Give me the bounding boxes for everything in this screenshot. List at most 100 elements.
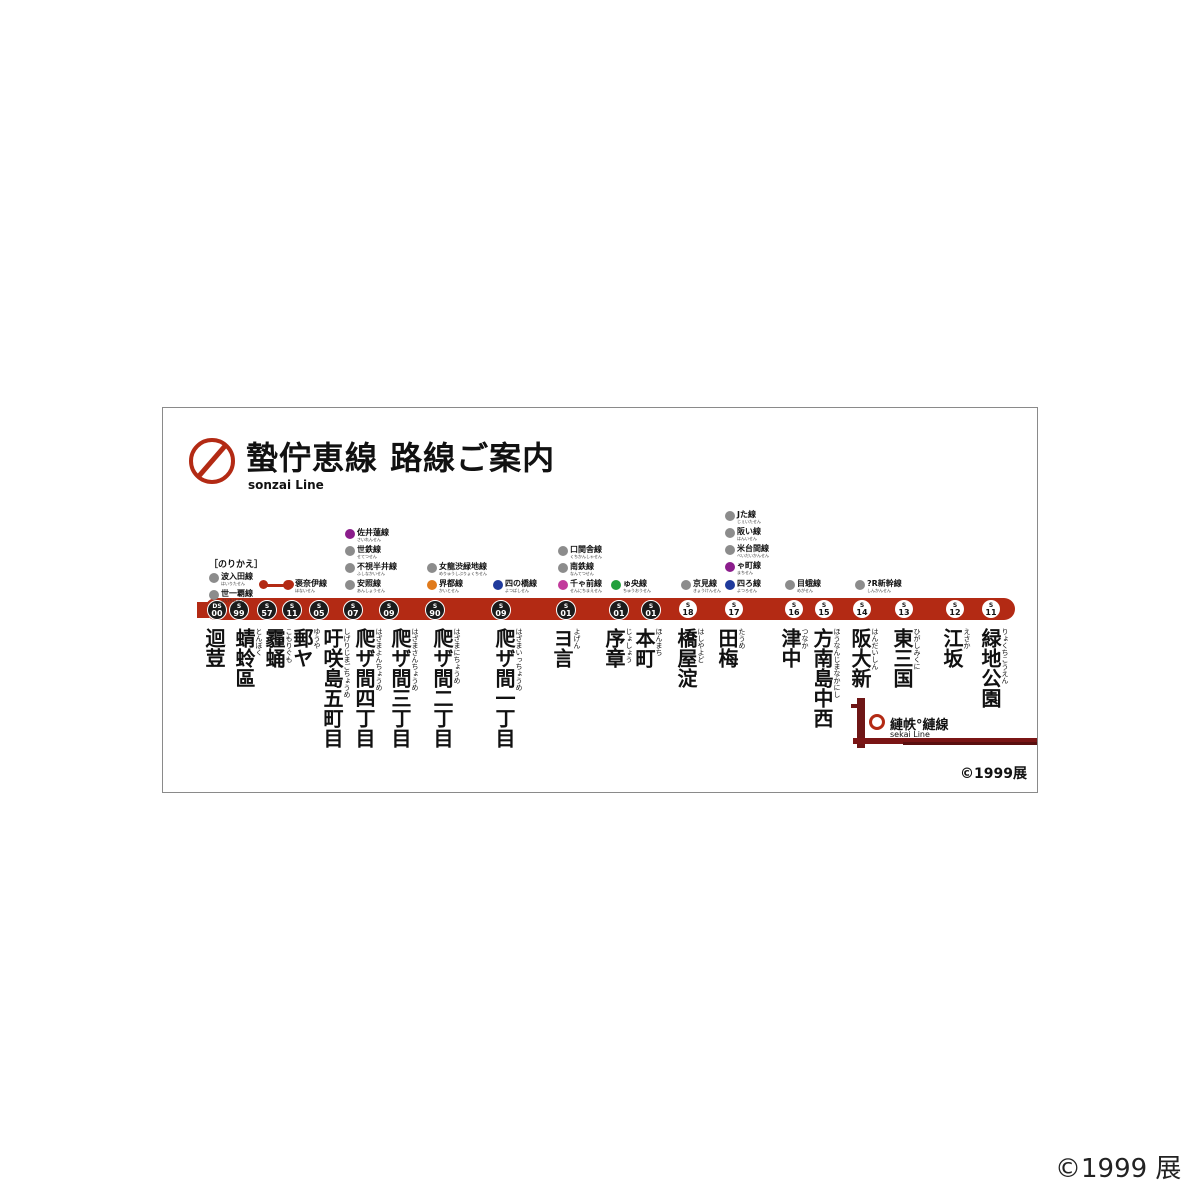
transfer-line[interactable]: 南鉄線なんてつせん	[558, 562, 594, 576]
transfer-label: 世鉄線せてつせん	[357, 545, 381, 559]
transfer-line-name: 佐井蓮線	[357, 528, 389, 537]
station-name[interactable]: 迴荳	[202, 628, 226, 668]
transfer-label: 米台間線べいだいかんせん	[737, 544, 769, 558]
transfer-line[interactable]: 目蛾線めがせん	[785, 579, 821, 593]
station-name[interactable]: 郵ヤ	[290, 628, 314, 668]
transfer-line-reading: なんてつせん	[570, 571, 594, 576]
station-name[interactable]: 緑地公園	[978, 628, 1002, 708]
station-line-code: S	[648, 603, 654, 610]
transfer-line-name: ゅ央線	[623, 579, 647, 588]
line-logo-icon	[189, 438, 235, 484]
transfer-line-name: 波入田線	[221, 572, 253, 581]
transfer-line-name: ?R新幹線	[867, 579, 902, 588]
station-name[interactable]: 方南島中西	[810, 628, 834, 728]
station-name[interactable]: 吁咲島五町目	[320, 628, 344, 748]
station-name[interactable]: 序章	[602, 628, 626, 668]
transfer-dot-icon	[725, 528, 735, 538]
transfer-dot-icon	[725, 580, 735, 590]
transfer-line[interactable]: ゅ央線ちゅうおうせん	[611, 579, 651, 593]
transfer-heading: ［のりかえ］	[209, 560, 264, 570]
station-number: 15	[818, 608, 830, 617]
station-name[interactable]: 霾蛹	[262, 628, 286, 668]
station-name[interactable]: 蜻蛉區	[232, 628, 256, 688]
transfer-line[interactable]: 阪い線はんいせん	[725, 527, 761, 541]
transfer-line-reading: せてつせん	[357, 554, 377, 559]
transfer-line[interactable]: 口関舎線くちかんしゃせん	[558, 545, 602, 559]
station-name[interactable]: 東三国	[890, 628, 914, 688]
station-name[interactable]: 爬ザ間三丁目	[388, 628, 412, 748]
transfer-dot-icon	[345, 580, 355, 590]
station-name[interactable]: 本町	[632, 628, 656, 668]
transfer-line-name: 目蛾線	[797, 579, 821, 588]
transfer-line[interactable]: 米台間線べいだいかんせん	[725, 544, 769, 558]
transfer-line[interactable]: 不視半井線ふしなかいせん	[345, 562, 397, 576]
station-line-code: S	[616, 603, 622, 610]
transfer-line[interactable]: 四ろ線よつろせん	[725, 579, 761, 593]
transfer-line-reading: しんかんせん	[867, 588, 891, 593]
station-name[interactable]: 爬ザ間二丁目	[430, 628, 454, 748]
station-line-code: S	[289, 603, 295, 610]
station-number: 14	[856, 608, 868, 617]
station-name[interactable]: 江坂	[940, 628, 964, 668]
transfer-line-reading: あんしょうせん	[357, 588, 385, 593]
station-reading: たうめ	[738, 628, 746, 649]
transfer-line[interactable]: 千ゃ前線せんにちまえせん	[558, 579, 602, 593]
transfer-line-name: 界都線	[439, 579, 463, 588]
station-name[interactable]: 爬ザ間四丁目	[352, 628, 376, 748]
transfer-dot-icon	[681, 580, 691, 590]
transfer-line-name: 南鉄線	[570, 562, 594, 571]
station-name[interactable]: ヨ言	[550, 628, 574, 668]
transfer-line-reading: かいとせん	[439, 588, 459, 593]
transfer-line[interactable]: 褒奈伊線ほないせん	[283, 579, 327, 593]
station-number: 09	[495, 609, 507, 618]
branch-line-sub: sekai Line	[890, 730, 930, 739]
station-line-code: S	[498, 603, 504, 610]
station-number: 18	[682, 608, 694, 617]
transfer-line[interactable]: ゃ町線まちせん	[725, 561, 761, 575]
transfer-line[interactable]: 京見線きょうけんせん	[681, 579, 721, 593]
transfer-label: 波入田線はいりたせん	[221, 572, 253, 586]
transfer-label: 千ゃ前線せんにちまえせん	[570, 579, 602, 593]
branch-station-marker	[869, 714, 885, 730]
transfer-line[interactable]: ?R新幹線しんかんせん	[855, 579, 902, 593]
transfer-line[interactable]: Jた線じぇいたせん	[725, 510, 761, 524]
transfer-line[interactable]: 世一覇線よいちはせん	[209, 589, 253, 603]
station-name[interactable]: 爬ザ間一丁目	[492, 628, 516, 748]
station-name[interactable]: 津中	[778, 628, 802, 668]
station-name[interactable]: 阪大新	[848, 628, 872, 688]
station-line-code: S	[791, 602, 797, 609]
transfer-line[interactable]: 界都線かいとせん	[427, 579, 463, 593]
station-name[interactable]: 田梅	[715, 628, 739, 668]
transfer-label: 南鉄線なんてつせん	[570, 562, 594, 576]
station-name[interactable]: 橋屋淀	[674, 628, 698, 688]
transfer-line[interactable]: 世鉄線せてつせん	[345, 545, 381, 559]
station-number: 99	[233, 609, 245, 618]
transfer-line[interactable]: 四の橋線よつばしせん	[493, 579, 537, 593]
transfer-line[interactable]: 波入田線はいりたせん	[209, 572, 253, 586]
station-reading: じょしょう	[625, 628, 633, 663]
transfer-dot-icon	[283, 580, 293, 590]
transfer-line[interactable]: 女龍渋緑地線めりゅうしぶりょくちせん	[427, 562, 487, 576]
transfer-line[interactable]: 安照線あんしょうせん	[345, 579, 385, 593]
transfer-line[interactable]: 佐井蓮線さいれんせん	[345, 528, 389, 542]
